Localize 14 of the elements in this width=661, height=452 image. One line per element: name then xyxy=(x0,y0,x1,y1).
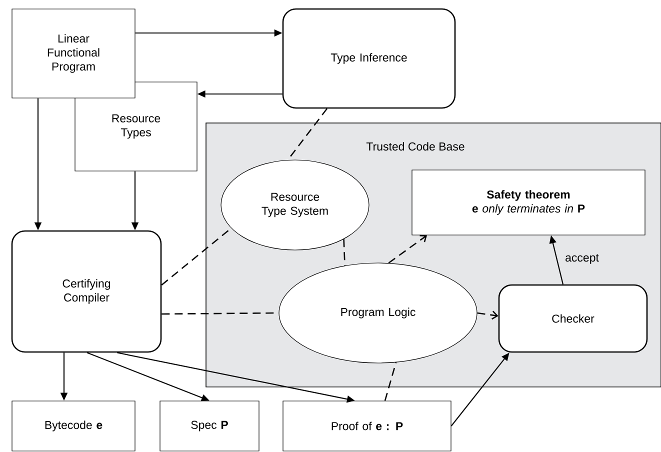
process-box: Linear Functional Program xyxy=(12,8,136,98)
process-box: Bytecode e xyxy=(12,400,136,452)
arrow xyxy=(477,310,498,320)
arrow xyxy=(388,234,427,264)
ellipse-node: Program Logic xyxy=(278,262,478,364)
ellipse-node: Resource Type System xyxy=(220,160,370,250)
edge-label: accept xyxy=(564,253,600,265)
process-box: Safety theorem e only terminates in P xyxy=(412,170,646,236)
process-box: Spec P xyxy=(160,400,260,452)
process-box: Proof of e : P xyxy=(282,400,452,452)
rounded-box: Checker xyxy=(498,284,648,353)
rounded-box: Certifying Compiler xyxy=(11,230,162,353)
rounded-box: Type Inference xyxy=(282,8,456,109)
process-box: Resource Types xyxy=(74,82,198,172)
